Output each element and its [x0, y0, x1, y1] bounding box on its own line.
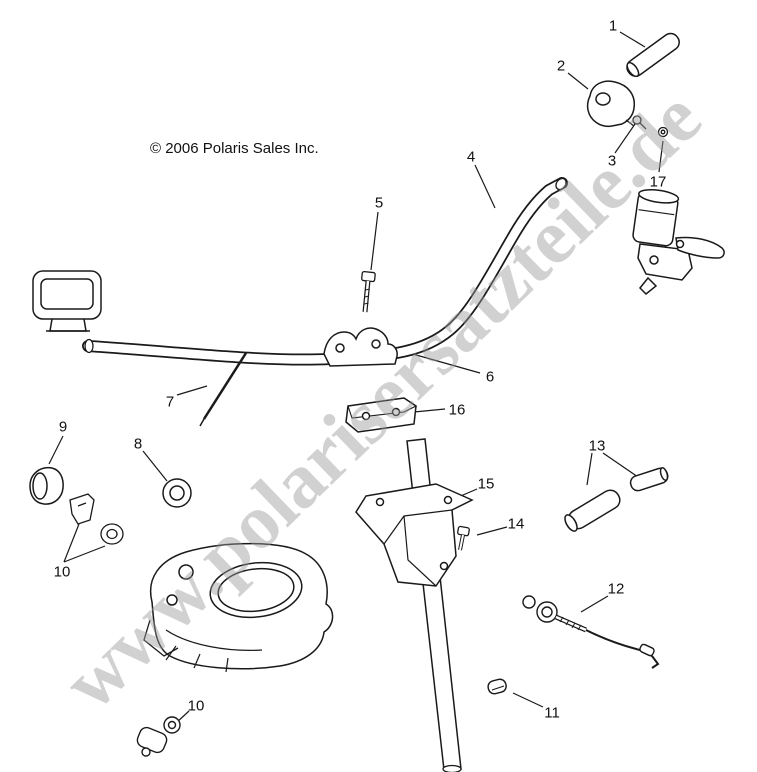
callout-10-lower: 10 — [187, 697, 205, 715]
callout-8: 8 — [133, 435, 143, 453]
part-bolt-5 — [361, 270, 376, 313]
part-grommet — [162, 478, 192, 508]
callout-10-upper: 10 — [53, 563, 71, 581]
callout-3: 3 — [607, 152, 617, 170]
callout-11: 11 — [544, 704, 560, 722]
part-bracket — [355, 483, 474, 587]
part-bolt-14 — [457, 525, 470, 551]
callout-7: 7 — [165, 393, 175, 411]
part-lower-clamp — [345, 397, 418, 433]
callout-9: 9 — [58, 418, 68, 436]
callout-12: 12 — [607, 580, 625, 598]
part-rod — [199, 352, 248, 427]
part-clip-11 — [487, 678, 507, 695]
part-clips-upper — [69, 493, 124, 545]
callout-5: 5 — [374, 194, 384, 212]
part-console-housing — [143, 542, 334, 673]
part-master-cylinder — [632, 189, 725, 296]
callout-16: 16 — [448, 401, 466, 419]
callout-17: 17 — [649, 173, 667, 191]
callout-4: 4 — [466, 148, 476, 166]
callout-15: 15 — [477, 475, 495, 493]
part-fastener-lower — [136, 716, 181, 757]
callout-2: 2 — [556, 57, 566, 75]
part-upper-clamp — [323, 327, 398, 367]
part-clamp-block — [586, 80, 636, 128]
copyright-notice: © 2006 Polaris Sales Inc. — [150, 140, 319, 157]
leader-lines — [48, 31, 664, 725]
part-instrument-cluster — [32, 270, 102, 332]
callout-6: 6 — [485, 368, 495, 386]
part-handlebar — [82, 177, 568, 366]
part-choke-cable — [522, 595, 660, 669]
part-grip-tube — [626, 32, 680, 78]
callout-14: 14 — [507, 515, 525, 533]
part-screw-and-washer — [632, 115, 669, 138]
callout-13: 13 — [588, 437, 606, 455]
part-grip-set — [564, 466, 669, 532]
callout-1: 1 — [608, 17, 618, 35]
part-cap — [29, 466, 64, 505]
